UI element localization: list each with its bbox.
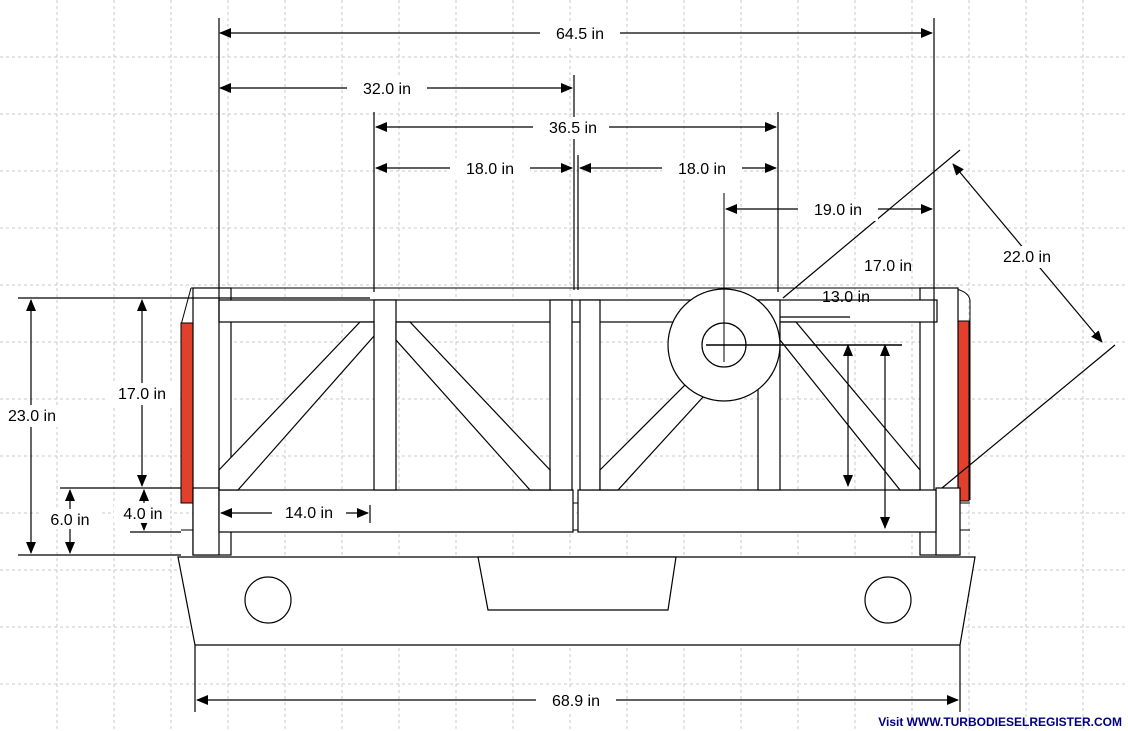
brace-d (779, 321, 921, 491)
dim-overall-top: 64.5 in (556, 26, 604, 43)
rear-bumper (177, 556, 976, 646)
upright-2 (549, 299, 573, 491)
right-bed-stake (935, 487, 961, 556)
dim-bottom-4: 4.0 in (123, 506, 162, 523)
bumper-step-hole-right (864, 576, 912, 624)
dim-left-half: 32.0 in (363, 81, 411, 98)
brace-a (218, 321, 375, 491)
upright-1 (373, 299, 397, 491)
license-plate-recess (477, 556, 677, 611)
dim-center-left: 18.0 in (466, 161, 514, 178)
brace-c (599, 369, 715, 491)
dimension-labels: 64.5 in 32.0 in 36.5 in 18.0 in 18.0 in … (0, 23, 1064, 712)
dim-diagonal: 22.0 in (1003, 249, 1051, 266)
upright-3 (579, 299, 601, 491)
dim-bottom-bar: 14.0 in (285, 505, 333, 522)
dim-center-right: 18.0 in (678, 161, 726, 178)
left-bed-stake (192, 487, 220, 556)
dim-bottom-6: 6.0 in (50, 512, 89, 529)
bumper-step-hole-left (244, 576, 292, 624)
dim-hitch-offset: 19.0 in (814, 202, 862, 219)
bottom-rail-right (577, 489, 937, 533)
dim-overall-height: 23.0 in (8, 408, 56, 425)
dim-center-span: 36.5 in (549, 120, 597, 137)
spare-tire (667, 193, 902, 402)
dim-right-height-13: 13.0 in (822, 289, 870, 306)
dim-bumper-width: 68.9 in (552, 693, 600, 710)
site-credit: Visit WWW.TURBODIESELREGISTER.COM (878, 715, 1122, 729)
extension-lines (18, 18, 1116, 712)
dim-left-height-17: 17.0 in (118, 386, 166, 403)
dim-right-height-17: 17.0 in (864, 258, 912, 275)
brace-b (395, 321, 551, 491)
